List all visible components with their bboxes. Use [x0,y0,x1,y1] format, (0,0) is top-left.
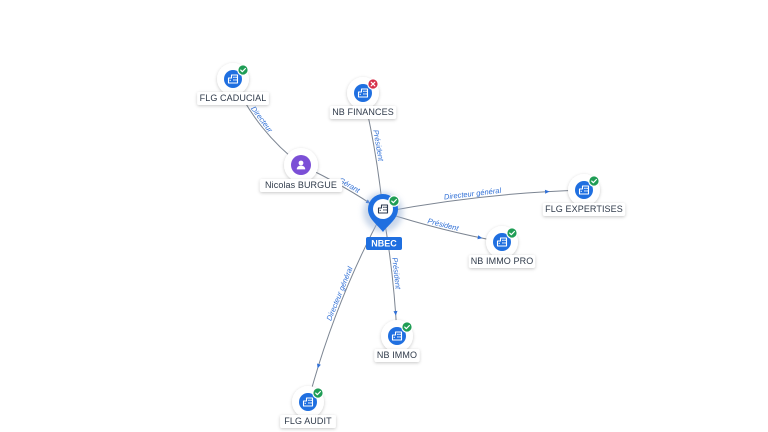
node-label-bg [468,255,536,268]
edge-line [307,211,384,403]
active-check-icon [588,175,600,187]
node-label: FLG CADUCIAL [200,93,267,103]
edge-arrow-icon [393,310,398,316]
node-nb-immo[interactable]: NB IMMO [374,320,420,362]
edge-arrow-icon [477,235,483,240]
edge-label: Directeur [249,104,275,134]
building-icon [302,397,314,407]
node-label-bg [329,106,397,119]
node-label-bg [280,415,336,428]
node-label-bg [259,179,343,192]
edge-label: Directeur général [443,186,502,202]
edge-label: Directeur général [325,265,355,322]
edge-label: Président [390,257,403,290]
active-check-icon [237,64,249,76]
active-check-icon [401,321,413,333]
node-nb-finances[interactable]: NB FINANCES [329,77,397,119]
inactive-x-icon [367,78,379,90]
center-layer: NBEC [363,192,403,250]
node-nb-immo-pro[interactable]: NB IMMO PRO [468,226,536,268]
active-check-icon [388,195,400,207]
nodes-layer: FLG CADUCIAL NB FINANCES Nicolas BURGUE FLG… [197,63,626,428]
node-label: NB IMMO PRO [471,256,534,266]
node-label: FLG EXPERTISES [545,204,623,214]
building-icon [227,74,239,84]
node-label: NB FINANCES [332,107,394,117]
node-flg-expertises[interactable]: FLG EXPERTISES [542,174,626,216]
center-label-bg [366,237,402,250]
node-flg-audit[interactable]: FLG AUDIT [280,386,336,428]
node-label-bg [197,92,269,105]
building-icon [496,237,508,247]
edge-arrow-icon [544,189,550,194]
center-disc [373,199,393,219]
node-label-bg [374,349,420,362]
active-check-icon [506,227,518,239]
node-label-bg [542,203,626,216]
edge-line [382,189,585,213]
edge-arrow-icon [317,363,321,369]
person-icon [296,160,306,170]
building-icon [377,204,389,214]
building-icon [391,331,403,341]
building-icon [357,88,369,98]
node-flg-caducial[interactable]: FLG CADUCIAL [197,63,269,105]
active-check-icon [312,387,324,399]
node-label: NB IMMO [377,350,417,360]
building-icon [578,185,590,195]
node-nicolas-burgue[interactable]: Nicolas BURGUE [259,148,343,192]
center-label: NBEC [371,239,397,249]
edge-label: Président [427,216,461,233]
node-label: FLG AUDIT [284,416,332,426]
center-node-nbec[interactable]: NBEC [363,192,403,250]
node-label: Nicolas BURGUE [265,180,337,190]
